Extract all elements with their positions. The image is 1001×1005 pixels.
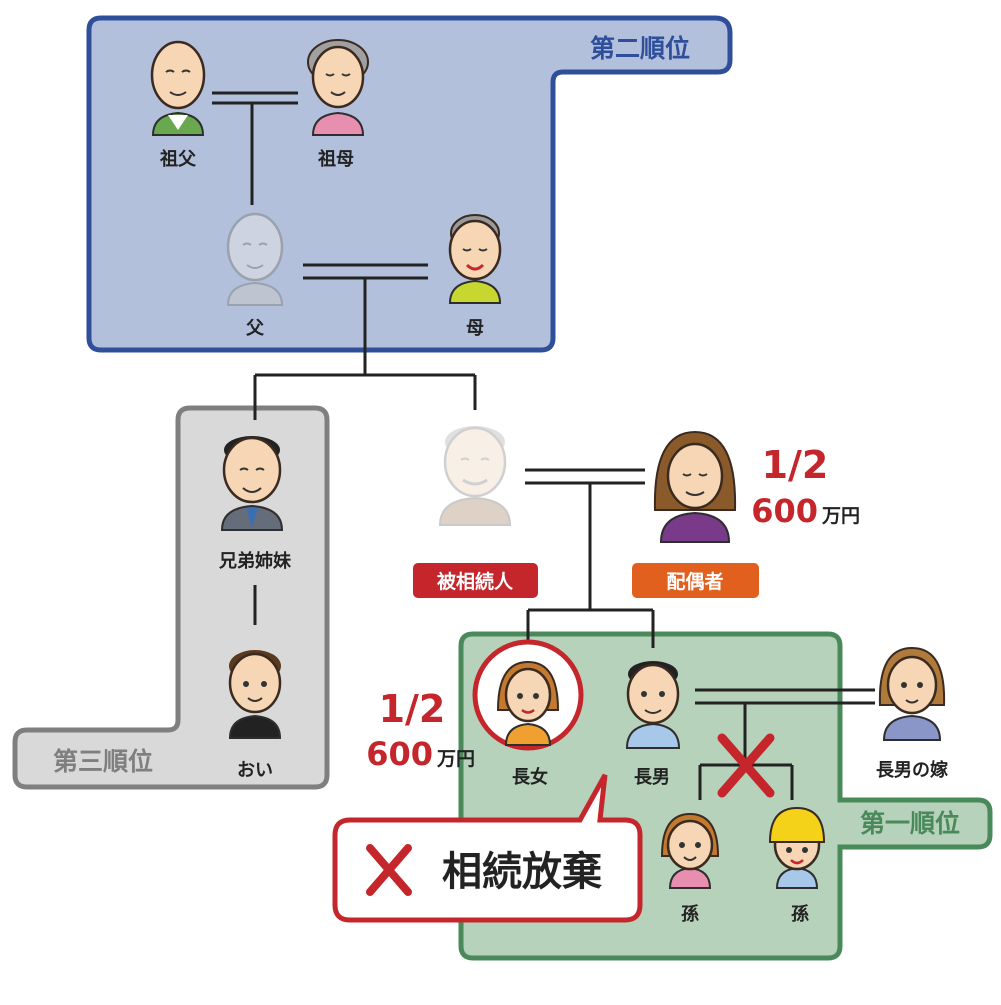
renunciation-callout bbox=[332, 773, 643, 923]
grandchild-1-label: 孫 bbox=[681, 903, 699, 925]
grandmother-figure bbox=[307, 39, 369, 136]
spouse-figure bbox=[653, 430, 737, 543]
daughter-share-fraction: 1/2 bbox=[379, 687, 446, 731]
eldest-son-figure bbox=[625, 661, 681, 749]
sons-wife-figure bbox=[878, 646, 946, 741]
eldest-son-label: 長男 bbox=[634, 767, 670, 788]
deceased-badge bbox=[413, 563, 538, 598]
eldest-daughter-label: 長女 bbox=[512, 766, 548, 788]
nephew-label: おい bbox=[237, 760, 273, 781]
siblings-figure bbox=[220, 436, 284, 531]
third-rank-label: 第三順位 bbox=[53, 747, 153, 776]
spouse-label: 配偶者 bbox=[666, 570, 723, 593]
daughter-share-unit: 万円 bbox=[436, 748, 475, 770]
nephew-figure bbox=[228, 650, 282, 739]
first-rank-label: 第一順位 bbox=[860, 809, 960, 838]
mother-figure bbox=[448, 214, 502, 304]
grandchild-2-figure bbox=[768, 806, 826, 889]
grandchild-2-label: 孫 bbox=[791, 903, 809, 925]
spouse-share-unit: 万円 bbox=[821, 505, 860, 527]
daughter-share-amount: 600 bbox=[366, 735, 433, 773]
spouse-badge bbox=[632, 563, 759, 598]
eldest-daughter-figure bbox=[496, 660, 560, 746]
spouse-share-fraction: 1/2 bbox=[762, 443, 829, 487]
father-figure bbox=[226, 212, 284, 306]
grandmother-label: 祖母 bbox=[317, 148, 354, 170]
sons-wife-label: 長男の嫁 bbox=[876, 759, 948, 781]
family-lines bbox=[212, 91, 875, 800]
renunciation-x-icon bbox=[366, 844, 412, 896]
grandfather-label: 祖父 bbox=[159, 148, 197, 170]
father-label: 父 bbox=[246, 318, 265, 339]
deceased-figure bbox=[438, 426, 512, 526]
mother-label: 母 bbox=[466, 318, 484, 339]
spouse-share-amount: 600 bbox=[751, 492, 818, 530]
grandfather-figure bbox=[150, 40, 206, 136]
second-rank-label: 第二順位 bbox=[590, 34, 690, 63]
renunciation-text: 相続放棄 bbox=[442, 849, 602, 895]
deceased-label: 被相続人 bbox=[437, 570, 514, 593]
grandchild-1-figure bbox=[660, 812, 720, 889]
cross-mark-icon bbox=[717, 733, 775, 798]
siblings-label: 兄弟姉妹 bbox=[218, 550, 292, 572]
